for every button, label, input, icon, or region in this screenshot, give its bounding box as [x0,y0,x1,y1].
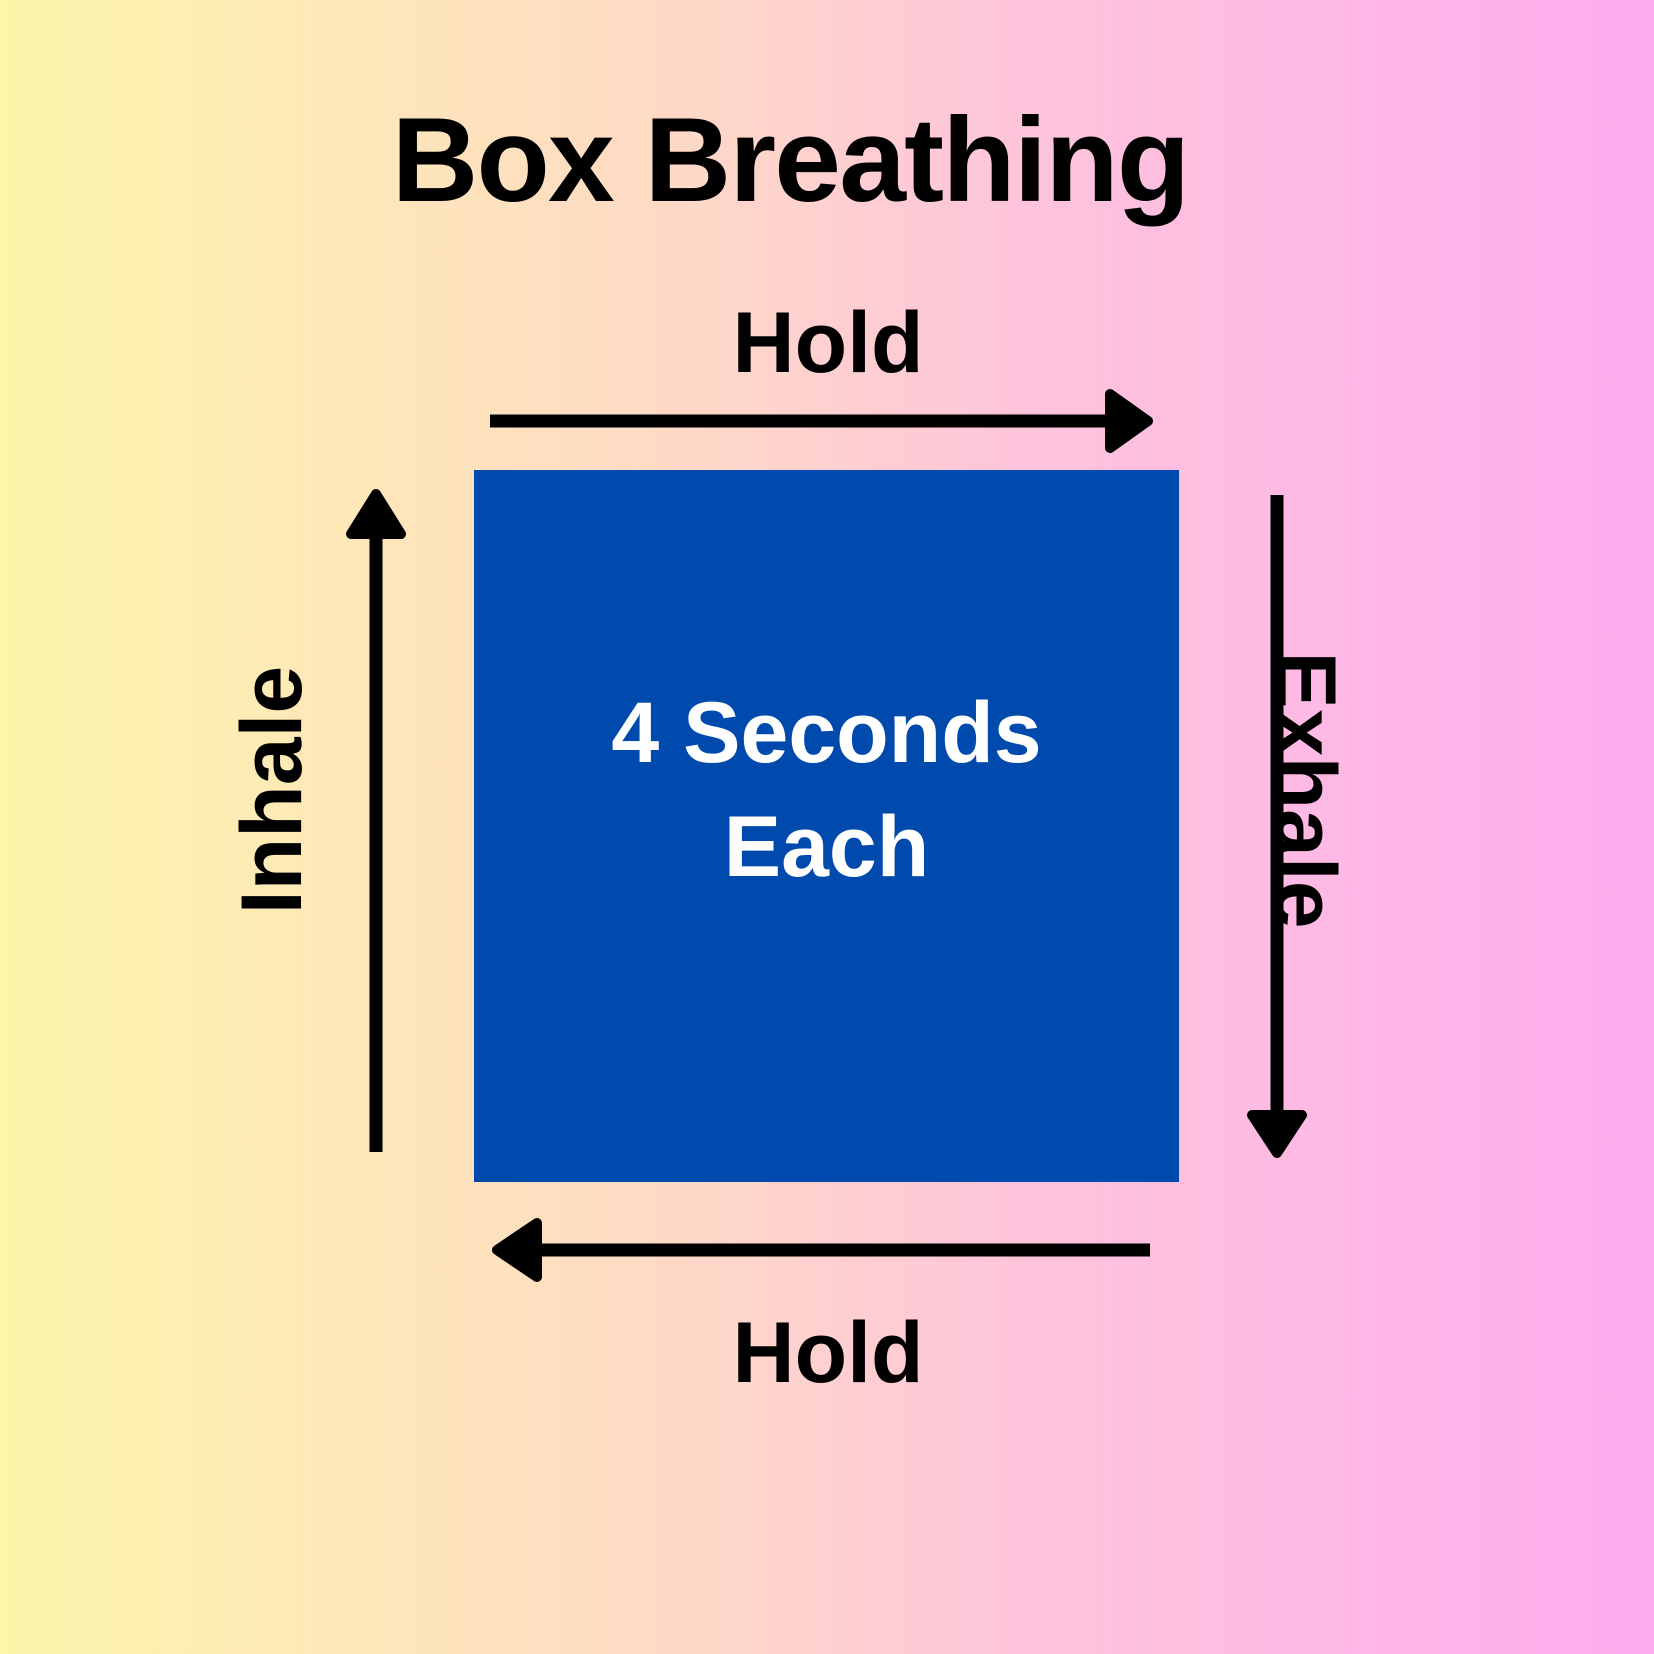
hold-top-label: Hold [732,295,924,391]
box-duration-text: 4 Seconds Each [611,677,1041,904]
arrow-right-icon [490,389,1153,453]
box-duration-line1: 4 Seconds [611,685,1042,782]
page-title: Box Breathing [391,93,1190,227]
inhale-label: Inhale [224,665,320,915]
hold-bottom-label: Hold [732,1305,924,1401]
arrow-left-icon [492,1218,1150,1282]
arrow-up-icon [346,489,406,1152]
breathing-box: 4 Seconds Each [474,470,1179,1182]
exhale-label: Exhale [1257,651,1353,929]
box-duration-line2: Each [723,799,930,895]
